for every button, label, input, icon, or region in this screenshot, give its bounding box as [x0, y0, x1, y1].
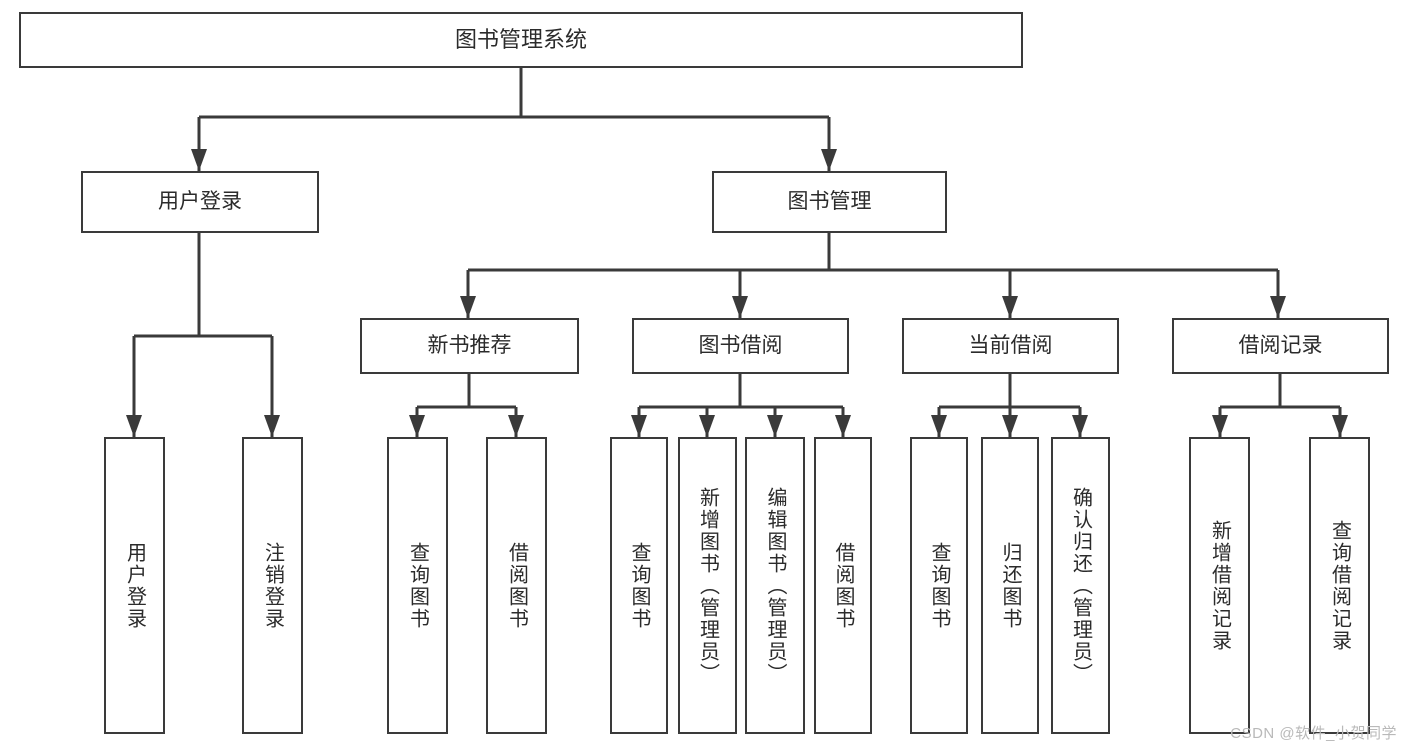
node-label: 查询图书 — [628, 541, 650, 630]
node-leaf-br-query[interactable]: 查询借阅记录 — [1309, 437, 1370, 734]
node-label: 注销登录 — [261, 541, 284, 630]
node-label: 借阅图书 — [832, 541, 854, 630]
node-label: 查询借阅记录 — [1328, 519, 1351, 652]
arrowhead-icon — [1270, 296, 1286, 318]
node-user-login[interactable]: 用户登录 — [81, 171, 319, 233]
arrowhead-icon — [191, 149, 207, 171]
arrowhead-icon — [264, 415, 280, 437]
node-book-manage[interactable]: 图书管理 — [712, 171, 947, 233]
node-leaf-bb-edit[interactable]: 编辑图书（管理员） — [745, 437, 805, 734]
arrowhead-icon — [460, 296, 476, 318]
connector-book-borrow-to-leaves — [631, 374, 851, 437]
node-label: 借阅图书 — [505, 541, 528, 630]
node-leaf-bb-add[interactable]: 新增图书（管理员） — [678, 437, 737, 734]
connector-new-book-rec-to-leaves — [409, 374, 524, 437]
node-label: 当前借阅 — [968, 333, 1053, 357]
node-leaf-br-add[interactable]: 新增借阅记录 — [1189, 437, 1250, 734]
node-borrow-record[interactable]: 借阅记录 — [1172, 318, 1389, 374]
arrowhead-icon — [931, 415, 947, 437]
connector-current-borrow-to-leaves — [931, 374, 1088, 437]
connector-root-to-level1 — [191, 68, 837, 171]
node-label: 图书管理系统 — [454, 27, 587, 53]
node-new-book-rec[interactable]: 新书推荐 — [360, 318, 579, 374]
node-label: 借阅记录 — [1238, 333, 1323, 357]
connector-user-login-to-leaves — [126, 233, 280, 437]
arrowhead-icon — [1002, 415, 1018, 437]
node-book-borrow[interactable]: 图书借阅 — [632, 318, 849, 374]
node-label: 查询图书 — [406, 541, 429, 630]
node-label: 确认归还（管理员） — [1069, 486, 1092, 685]
node-label: 图书管理 — [787, 189, 872, 213]
node-label: 新增图书（管理员） — [696, 486, 719, 685]
node-label: 编辑图书（管理员） — [764, 486, 786, 685]
arrowhead-icon — [126, 415, 142, 437]
arrowhead-icon — [767, 415, 783, 437]
node-leaf-rec-query[interactable]: 查询图书 — [387, 437, 448, 734]
node-leaf-cb-confirm[interactable]: 确认归还（管理员） — [1051, 437, 1110, 734]
node-label: 用户登录 — [158, 189, 242, 213]
arrowhead-icon — [1002, 296, 1018, 318]
node-leaf-rec-borrow[interactable]: 借阅图书 — [486, 437, 547, 734]
arrowhead-icon — [1072, 415, 1088, 437]
arrowhead-icon — [699, 415, 715, 437]
node-label: 归还图书 — [999, 541, 1021, 630]
connector-book-manage-to-level2 — [460, 233, 1286, 318]
arrowhead-icon — [409, 415, 425, 437]
node-root[interactable]: 图书管理系统 — [19, 12, 1023, 68]
arrowhead-icon — [821, 149, 837, 171]
node-leaf-cb-return[interactable]: 归还图书 — [981, 437, 1039, 734]
node-leaf-bb-query[interactable]: 查询图书 — [610, 437, 668, 734]
node-current-borrow[interactable]: 当前借阅 — [902, 318, 1119, 374]
arrowhead-icon — [1332, 415, 1348, 437]
arrowhead-icon — [1212, 415, 1228, 437]
node-leaf-user-login[interactable]: 用户登录 — [104, 437, 165, 734]
arrowhead-icon — [508, 415, 524, 437]
arrowhead-icon — [732, 296, 748, 318]
node-label: 新书推荐 — [427, 333, 512, 357]
node-label: 图书借阅 — [698, 333, 783, 357]
node-label: 用户登录 — [123, 541, 146, 630]
arrowhead-icon — [835, 415, 851, 437]
node-label: 查询图书 — [928, 541, 950, 630]
connector-borrow-record-to-leaves — [1212, 374, 1348, 437]
node-leaf-bb-borrow[interactable]: 借阅图书 — [814, 437, 872, 734]
node-leaf-logout[interactable]: 注销登录 — [242, 437, 303, 734]
node-leaf-cb-query[interactable]: 查询图书 — [910, 437, 968, 734]
arrowhead-icon — [631, 415, 647, 437]
node-label: 新增借阅记录 — [1208, 519, 1231, 652]
